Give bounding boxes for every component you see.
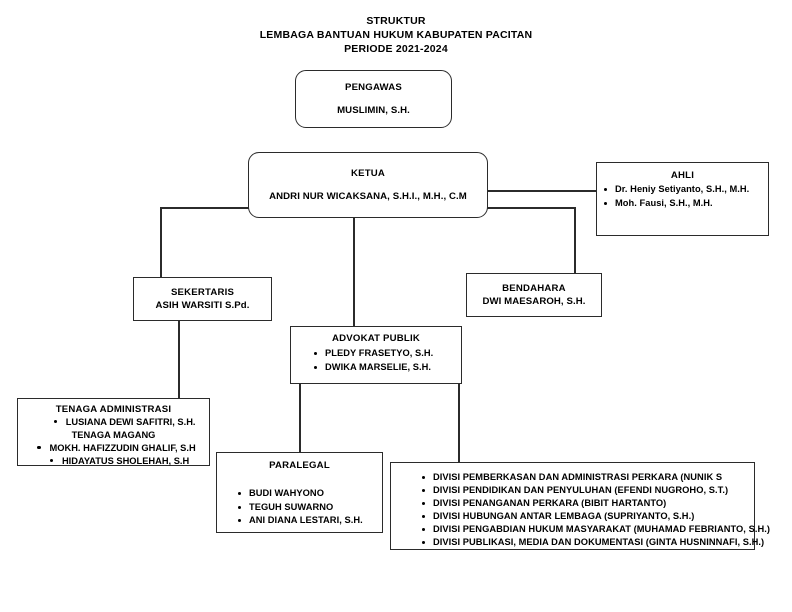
list-item: Dr. Heniy Setiyanto, S.H., M.H. bbox=[601, 183, 768, 197]
list-item: DWIKA MARSELIE, S.H. bbox=[311, 361, 461, 375]
sekertaris-name: ASIH WARSITI S.Pd. bbox=[155, 300, 250, 311]
connector-sekertaris-tenaga-v bbox=[178, 320, 180, 398]
list-item: DIVISI PENANGANAN PERKARA (BIBIT HARTANT… bbox=[419, 497, 754, 510]
advokat-publik-title: ADVOKAT PUBLIK bbox=[332, 333, 420, 344]
paralegal-member-list: BUDI WAHYONO TEGUH SUWARNO ANI DIANA LES… bbox=[217, 487, 382, 528]
title-line-3: PERIODE 2021-2024 bbox=[344, 43, 448, 55]
node-tenaga-administrasi[interactable]: TENAGA ADMINISTRASI LUSIANA DEWI SAFITRI… bbox=[17, 398, 210, 466]
tenaga-administrasi-title: TENAGA ADMINISTRASI bbox=[55, 404, 172, 415]
list-item: DIVISI PEMBERKASAN DAN ADMINISTRASI PERK… bbox=[419, 471, 754, 484]
list-item: ANI DIANA LESTARI, S.H. bbox=[235, 514, 382, 528]
node-ahli[interactable]: AHLI Dr. Heniy Setiyanto, S.H., M.H. Moh… bbox=[596, 162, 769, 236]
ahli-title: AHLI bbox=[670, 170, 695, 181]
ketua-title: KETUA bbox=[350, 168, 386, 179]
bendahara-name: DWI MAESAROH, S.H. bbox=[482, 296, 586, 307]
divisi-list: DIVISI PEMBERKASAN DAN ADMINISTRASI PERK… bbox=[391, 471, 770, 549]
list-item: DIVISI PUBLIKASI, MEDIA DAN DOKUMENTASI … bbox=[419, 536, 764, 549]
tenaga-administrasi-member: LUSIANA DEWI SAFITRI, S.H. bbox=[18, 416, 209, 429]
list-item: Moh. Fausi, S.H., M.H. bbox=[601, 197, 768, 211]
node-bendahara[interactable]: BENDAHARA DWI MAESAROH, S.H. bbox=[466, 273, 602, 317]
node-sekertaris[interactable]: SEKERTARIS ASIH WARSITI S.Pd. bbox=[133, 277, 272, 321]
advokat-publik-member-list: PLEDY FRASETYO, S.H. DWIKA MARSELIE, S.H… bbox=[291, 347, 461, 374]
title-line-1: STRUKTUR bbox=[366, 15, 426, 27]
pengawas-name: MUSLIMIN, S.H. bbox=[337, 105, 410, 116]
ketua-name: ANDRI NUR WICAKSANA, S.H.I., M.H., C.M bbox=[269, 191, 467, 202]
connector-ketua-ahli bbox=[488, 190, 596, 192]
tenaga-magang-member-2: HIDAYATUS SHOLEHAH, S.H bbox=[18, 455, 209, 468]
tenaga-magang-member-1: MOKH. HAFIZZUDIN GHALIF, S.H bbox=[18, 442, 209, 455]
connector-ketua-bendahara-v bbox=[574, 207, 576, 273]
tenaga-magang-title: TENAGA MAGANG bbox=[71, 430, 156, 440]
connector-ketua-left-h bbox=[160, 207, 256, 209]
node-ketua[interactable]: KETUA ANDRI NUR WICAKSANA, S.H.I., M.H.,… bbox=[248, 152, 488, 218]
sekertaris-title: SEKERTARIS bbox=[170, 287, 235, 298]
title-line-2: LEMBAGA BANTUAN HUKUM KABUPATEN PACITAN bbox=[259, 29, 533, 41]
connector-ketua-right-h bbox=[486, 207, 576, 209]
node-pengawas[interactable]: PENGAWAS MUSLIMIN, S.H. bbox=[295, 70, 452, 128]
bullet-icon bbox=[37, 445, 41, 450]
connector-advokat-paralegal-v bbox=[299, 384, 301, 452]
connector-ketua-sekertaris-v bbox=[160, 207, 162, 277]
bullet-icon bbox=[49, 458, 53, 463]
paralegal-title: PARALEGAL bbox=[269, 460, 330, 471]
pengawas-title: PENGAWAS bbox=[344, 82, 403, 93]
node-paralegal[interactable]: PARALEGAL BUDI WAHYONO TEGUH SUWARNO ANI… bbox=[216, 452, 383, 533]
connector-advokat-divisi-v bbox=[458, 384, 460, 462]
connector-ketua-advokat-v bbox=[353, 215, 355, 326]
node-divisi[interactable]: DIVISI PEMBERKASAN DAN ADMINISTRASI PERK… bbox=[390, 462, 770, 550]
list-item: DIVISI HUBUNGAN ANTAR LEMBAGA (SUPRIYANT… bbox=[419, 510, 754, 523]
bullet-icon bbox=[53, 419, 57, 424]
list-item: BUDI WAHYONO bbox=[235, 487, 382, 501]
bendahara-title: BENDAHARA bbox=[502, 283, 566, 294]
list-item: DIVISI PENDIDIKAN DAN PENYULUHAN (EFENDI… bbox=[419, 484, 754, 497]
ahli-member-list: Dr. Heniy Setiyanto, S.H., M.H. Moh. Fau… bbox=[597, 183, 768, 210]
list-item: TEGUH SUWARNO bbox=[235, 501, 382, 515]
list-item: DIVISI PENGABDIAN HUKUM MASYARAKAT (MUHA… bbox=[419, 523, 770, 536]
node-advokat-publik[interactable]: ADVOKAT PUBLIK PLEDY FRASETYO, S.H. DWIK… bbox=[290, 326, 462, 384]
list-item: PLEDY FRASETYO, S.H. bbox=[311, 347, 461, 361]
chart-title: STRUKTUR LEMBAGA BANTUAN HUKUM KABUPATEN… bbox=[0, 14, 792, 56]
